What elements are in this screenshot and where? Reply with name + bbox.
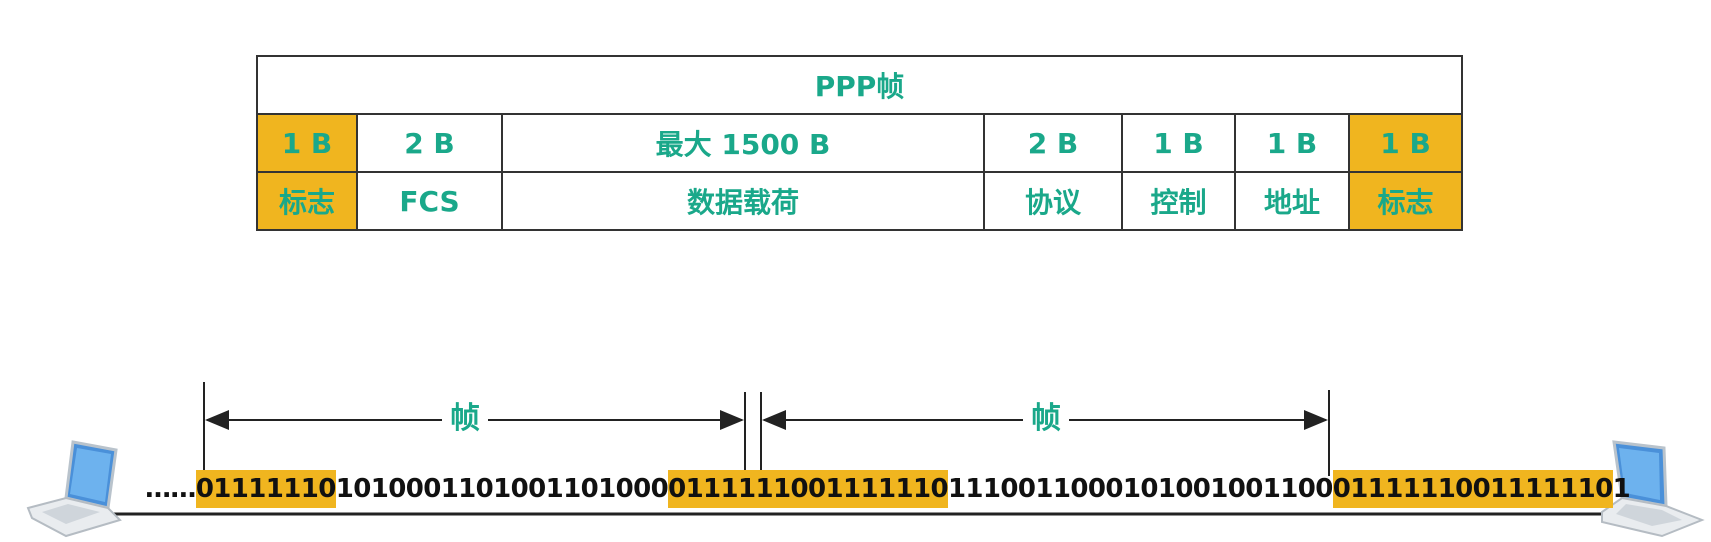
laptop-left-icon (26, 440, 122, 538)
bits-frame1-content: 1010001101001101000 (335, 474, 669, 504)
bits-flags-4-5: 0111111001111110 (1332, 470, 1613, 508)
field-name-fcs: FCS (356, 171, 503, 231)
field-size-flag-end: 1 B (1347, 113, 1464, 173)
field-name-control: 控制 (1121, 171, 1236, 231)
bit-stream: ……01111110101000110100110100001111110011… (145, 470, 1630, 508)
field-size-payload: 最大 1500 B (501, 113, 985, 173)
field-name-payload: 数据载荷 (501, 171, 985, 231)
field-name-protocol: 协议 (983, 171, 1123, 231)
bits-flags-2-3: 0111111001111110 (668, 470, 949, 508)
ppp-frame-title: PPP帧 (255, 55, 1464, 115)
field-name-flag-start: 标志 (256, 171, 358, 231)
bits-frame2-content: 1110011000101001001100 (947, 474, 1333, 504)
field-size-protocol: 2 B (983, 113, 1123, 173)
bit-stream-clip: ……01111110101000110100110100001111110011… (145, 470, 1630, 508)
field-size-control: 1 B (1121, 113, 1236, 173)
field-name-address: 地址 (1234, 171, 1350, 231)
frame1-label: 帧 (442, 402, 488, 436)
field-size-flag-start: 1 B (256, 113, 358, 173)
ppp-frame-table: PPP帧 1 B 2 B 最大 1500 B 2 B 1 B 1 B 1 B 标… (255, 55, 1464, 231)
field-size-fcs: 2 B (356, 113, 503, 173)
bits-flag-1: 01111110 (195, 470, 336, 508)
bits-trailing: 11011011001 (1612, 474, 1630, 504)
field-name-flag-end: 标志 (1347, 171, 1464, 231)
laptop-right-icon (1601, 440, 1705, 538)
frame2-label: 帧 (1023, 402, 1069, 436)
bits-leading-ellipsis: …… (145, 474, 196, 504)
field-size-address: 1 B (1234, 113, 1350, 173)
